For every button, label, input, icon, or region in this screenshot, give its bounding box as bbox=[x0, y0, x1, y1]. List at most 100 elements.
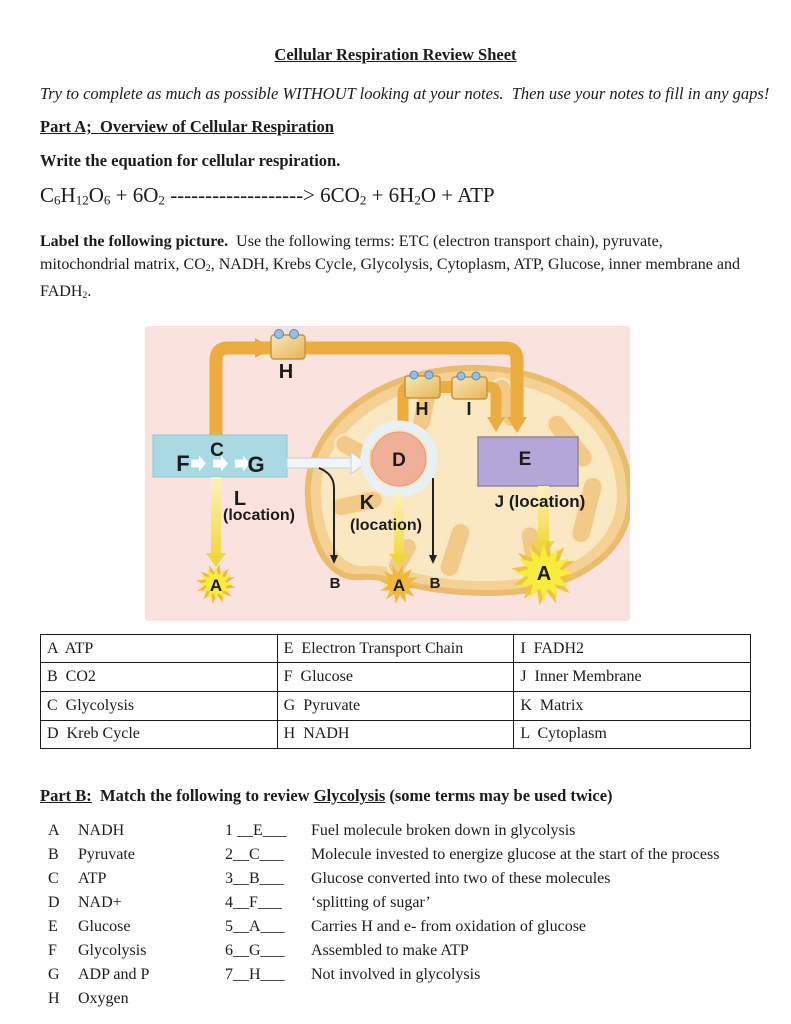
nadh-fadh2-pipes-inner bbox=[397, 370, 505, 432]
label-g: G bbox=[247, 452, 264, 477]
text-segment: . bbox=[87, 283, 92, 301]
term-label: ADP and P bbox=[78, 966, 150, 984]
answer-blank: 3__B___ bbox=[225, 870, 284, 888]
co2-lines bbox=[318, 466, 434, 556]
text-segment: 6 bbox=[54, 192, 61, 208]
nadh-pipe-outer bbox=[209, 328, 527, 440]
part-a-heading: Part A; Overview of Cellular Respiration bbox=[40, 117, 334, 136]
label-e: E bbox=[519, 449, 532, 470]
label-f: F bbox=[176, 451, 189, 476]
diagram-svg: H C F G L (location) D K (location) H I … bbox=[145, 325, 634, 621]
match-description: Glucose converted into two of these mole… bbox=[311, 870, 611, 888]
label-picture-prompt: Label the following picture. Use the fol… bbox=[40, 230, 751, 307]
match-row: C ATP 3__B___ Glucose converted into two of… bbox=[48, 867, 751, 891]
text-segment: Match the following to review bbox=[91, 786, 314, 806]
text-segment: (some terms may be used twice) bbox=[385, 786, 613, 806]
table-cell: B CO2 bbox=[40, 662, 278, 693]
instructions-line: Try to complete as much as possible WITH… bbox=[40, 84, 770, 103]
krebs-cycle-circle bbox=[360, 420, 438, 498]
answer-blank: 7__H___ bbox=[225, 966, 285, 984]
table-cell: L Cytoplasm bbox=[513, 719, 751, 750]
fadh2-carrier-box bbox=[451, 376, 488, 400]
respiration-equation: C6H12O6 + 6O2 -------------------> 6CO2 … bbox=[40, 183, 751, 212]
electron-dot bbox=[274, 328, 284, 339]
part-b-heading: Part B: Match the following to review Gl… bbox=[40, 786, 751, 805]
label-k-location: (location) bbox=[350, 517, 422, 534]
glycolysis-step-arrows bbox=[191, 455, 250, 472]
match-description: Molecule invested to energize glucose at… bbox=[311, 846, 720, 864]
text-segment: , NADH, Krebs Cycle, Glycolysis, Cytopla… bbox=[40, 256, 744, 301]
table-cell: J Inner Membrane bbox=[513, 662, 751, 693]
match-description: Fuel molecule broken down in glycolysis bbox=[311, 822, 576, 840]
text-segment: Label the following picture. bbox=[40, 233, 229, 251]
nadh-carrier-box-top bbox=[270, 334, 306, 360]
table-cell: K Matrix bbox=[513, 691, 751, 721]
table-cell: C Glycolysis bbox=[40, 691, 278, 721]
term-letter: H bbox=[48, 990, 60, 1008]
text-segment: + 6H bbox=[366, 183, 415, 207]
label-a-left: A bbox=[210, 576, 222, 595]
answer-blank: 4__F___ bbox=[225, 894, 282, 912]
electron-dot bbox=[456, 371, 466, 381]
term-label: NAD+ bbox=[78, 894, 122, 912]
term-letter: E bbox=[48, 918, 58, 936]
text-segment: O bbox=[88, 183, 104, 207]
text-segment: + 6O bbox=[110, 183, 159, 207]
term-letter: C bbox=[48, 870, 59, 888]
answer-blank bbox=[225, 987, 311, 1011]
table-cell: I FADH2 bbox=[513, 633, 751, 664]
match-description: Carries H and e- from oxidation of gluco… bbox=[311, 918, 587, 936]
text-segment: 6 bbox=[103, 192, 111, 208]
match-row: B Pyruvate 2__C___ Molecule invested to ene… bbox=[48, 843, 751, 867]
etc-box bbox=[477, 436, 579, 487]
label-l: L bbox=[234, 488, 246, 510]
label-l-location: (location) bbox=[223, 507, 295, 524]
answer-blank: 6__G___ bbox=[225, 942, 285, 960]
electron-dot bbox=[424, 370, 434, 380]
glycolysis-rect bbox=[152, 434, 288, 478]
label-b-left: B bbox=[330, 575, 341, 592]
label-h-inner: H bbox=[416, 399, 429, 419]
answer-blank: 2__C___ bbox=[225, 846, 284, 864]
atp-starbursts bbox=[196, 540, 577, 606]
text-segment: Use the following terms: ETC (electron t… bbox=[40, 233, 667, 274]
term-letter: F bbox=[48, 942, 57, 960]
text-segment: Part B: bbox=[40, 786, 92, 806]
label-b-right: B bbox=[430, 575, 441, 592]
electron-dot bbox=[289, 328, 299, 339]
label-h-top: H bbox=[279, 361, 293, 383]
electron-dot bbox=[471, 371, 481, 381]
page-title: Cellular Respiration Review Sheet bbox=[40, 45, 751, 64]
match-description: Not involved in glycolysis bbox=[311, 966, 481, 984]
term-label: ATP bbox=[78, 870, 107, 888]
term-letter: G bbox=[48, 966, 60, 984]
table-cell: F Glucose bbox=[276, 662, 515, 693]
label-j-location: J (location) bbox=[495, 492, 586, 511]
text-segment: O + ATP bbox=[420, 183, 495, 207]
match-description: Assembled to make ATP bbox=[311, 942, 469, 960]
term-letter: B bbox=[48, 846, 59, 864]
text-segment: 2 bbox=[359, 192, 367, 208]
arrowhead-top-pipe bbox=[255, 337, 273, 358]
term-label: NADH bbox=[78, 822, 125, 840]
term-label: Pyruvate bbox=[78, 846, 135, 864]
match-description: ‘splitting of sugar’ bbox=[311, 894, 431, 912]
text-segment: 12 bbox=[75, 192, 89, 208]
match-description bbox=[311, 987, 751, 1011]
electron-dot bbox=[409, 370, 419, 380]
match-row: G ADP and P 7__H___ Not involved in glycoly… bbox=[48, 963, 751, 987]
text-segment: H bbox=[60, 183, 76, 207]
nadh-carrier-box-inner bbox=[404, 375, 441, 399]
label-i: I bbox=[466, 399, 471, 419]
